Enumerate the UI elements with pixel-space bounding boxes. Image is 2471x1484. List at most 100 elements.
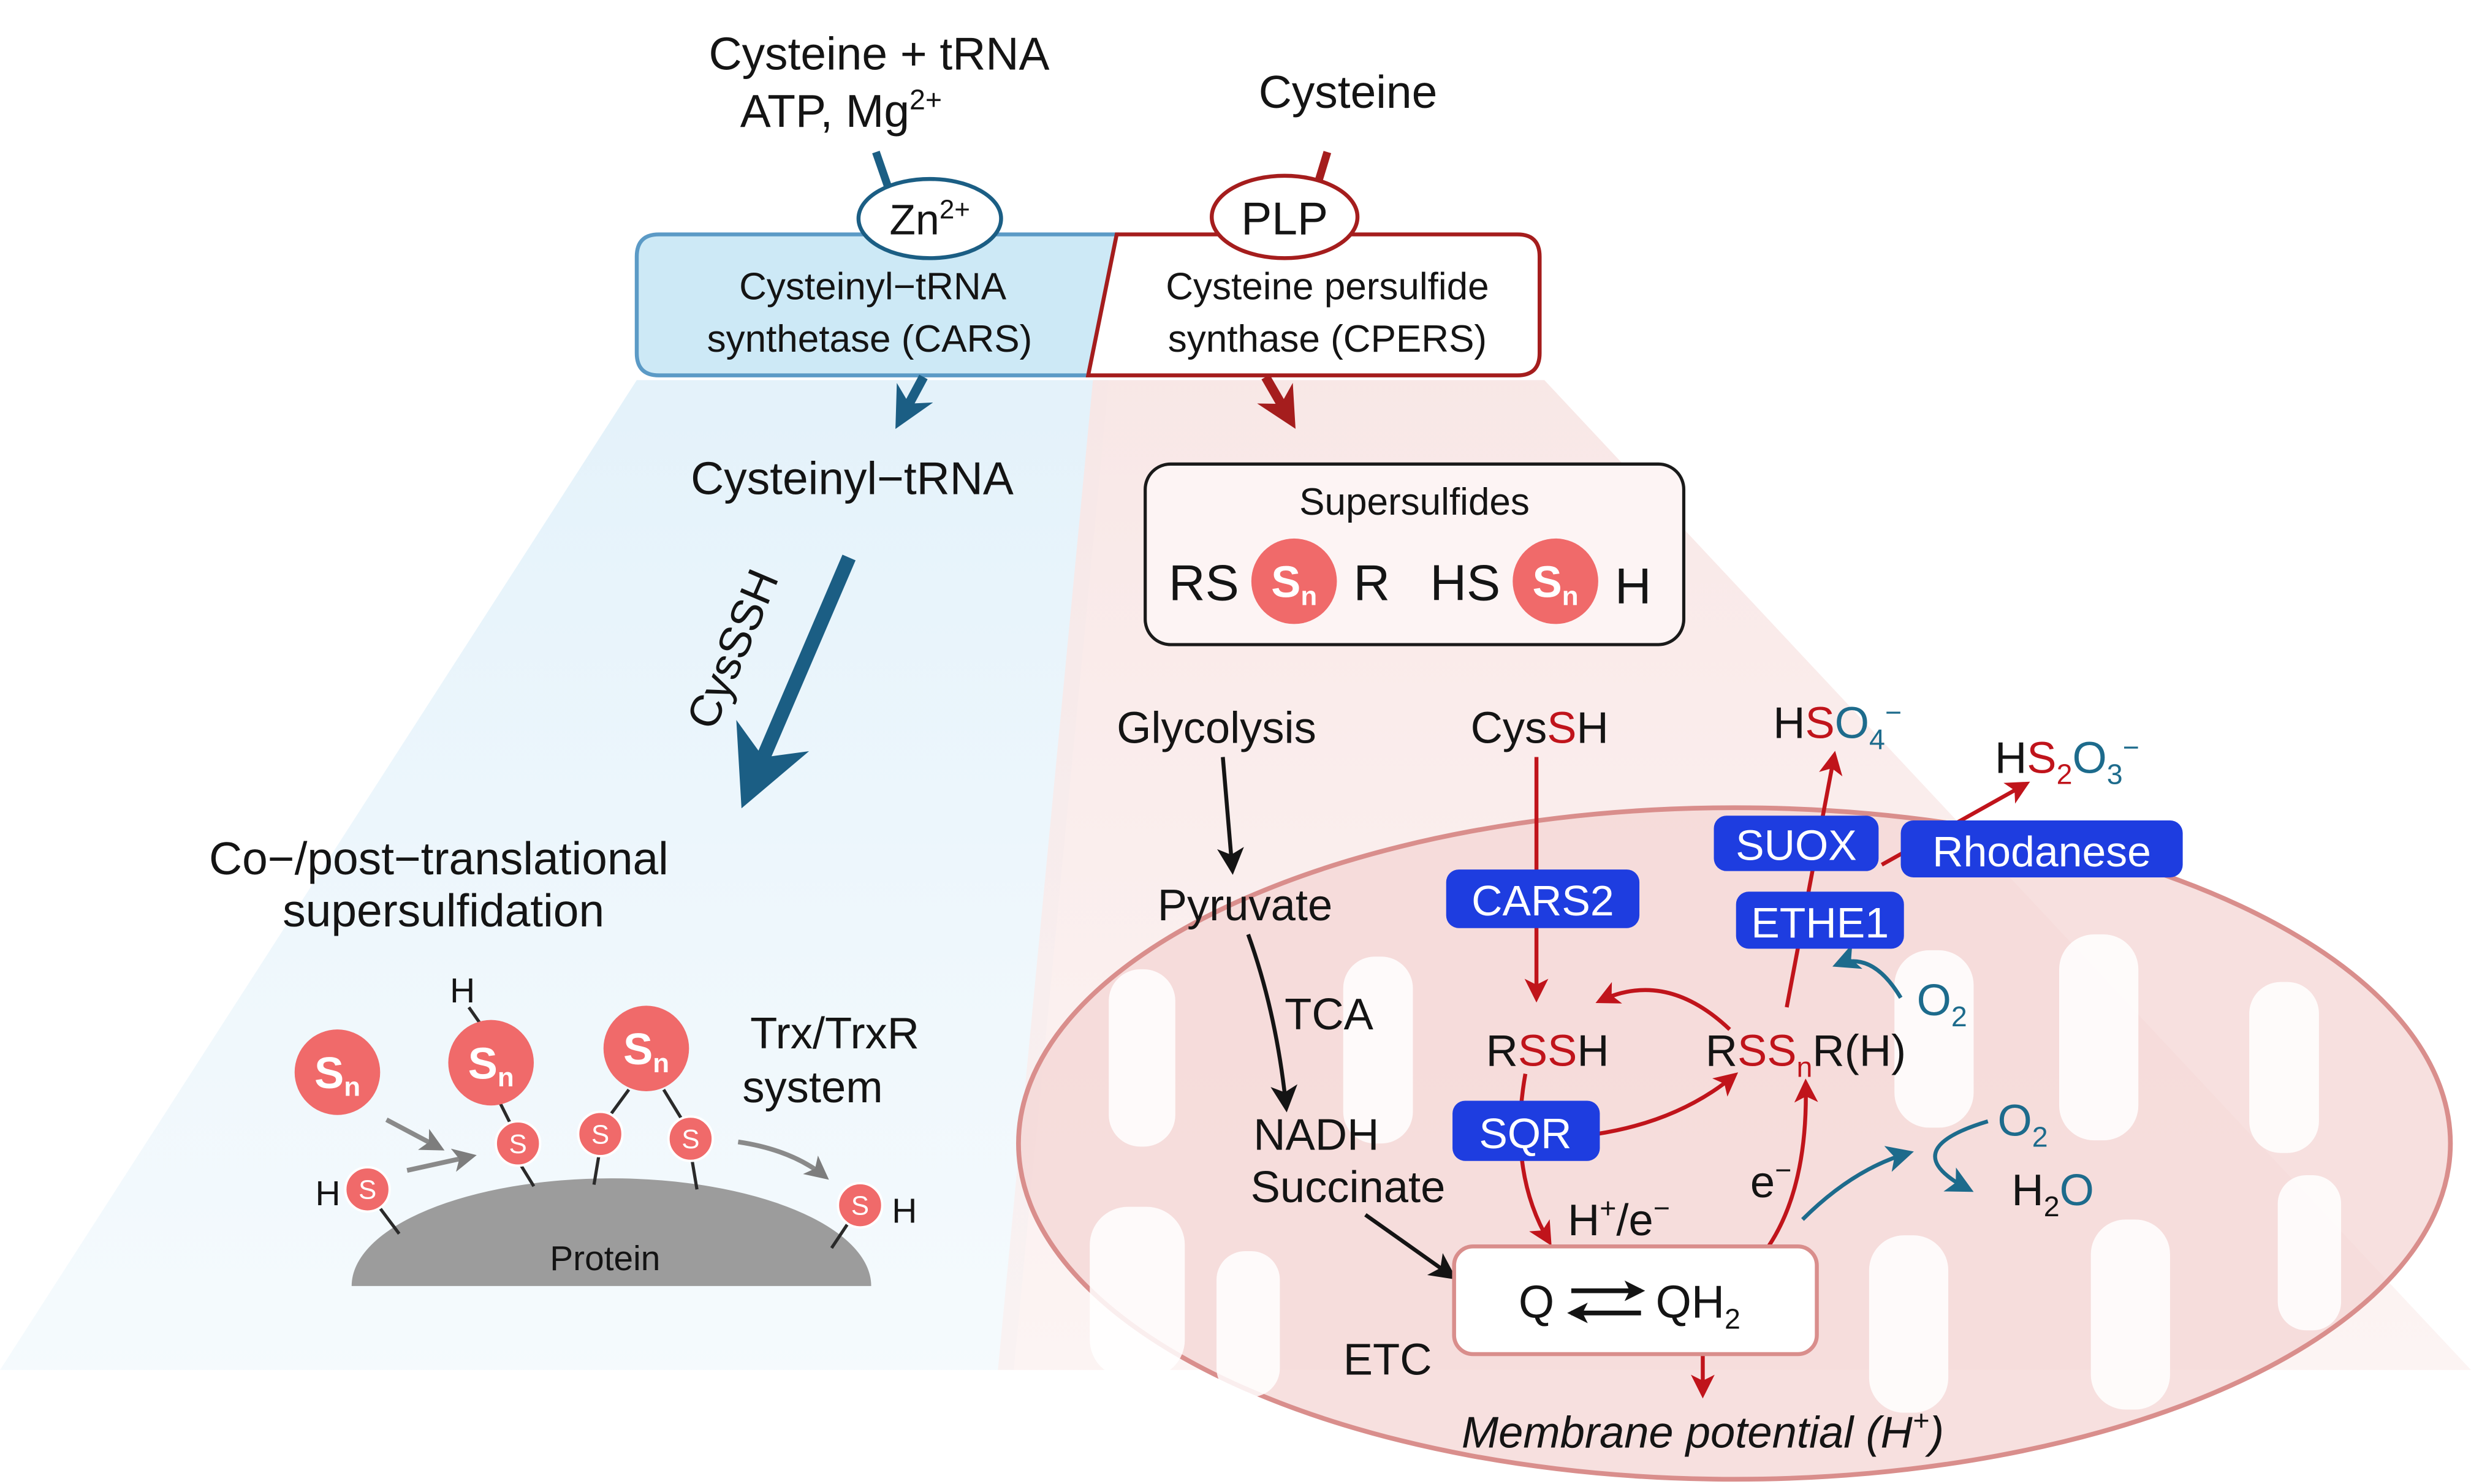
oxygen-subscript: 4 <box>1869 724 1885 755</box>
rssh-to-proton-arrow <box>1518 1073 1552 1246</box>
sqr-box <box>1452 1100 1600 1161</box>
trx-system-line1: Trx/TrxR <box>750 1009 919 1058</box>
cyssh-label: CysSH <box>1471 703 1609 752</box>
stalk <box>592 1156 601 1185</box>
suox-box <box>1714 816 1879 871</box>
rssnr-to-sulfate-arrow <box>1785 751 1843 1008</box>
water-label: H2O <box>2011 1165 2093 1222</box>
cars-output-arrow <box>895 374 933 430</box>
protein-stalks <box>379 1006 849 1249</box>
crista <box>1109 969 1175 1147</box>
sulfur-label: S <box>359 1175 376 1205</box>
h-part: H <box>1577 1026 1609 1076</box>
cars-substrate-connector <box>872 151 893 190</box>
protein-label: Protein <box>550 1240 660 1278</box>
cars-enzyme-line2: synthetase (CARS) <box>707 318 1033 360</box>
cpers-substrate: Cysteine <box>1259 66 1438 118</box>
hydrogen-sulfate-label: HSO4− <box>1773 697 1902 755</box>
gray-arrow <box>385 1118 445 1151</box>
oxygen-part: O <box>2060 1165 2094 1215</box>
zinc-cofactor-label: Zn2+ <box>889 195 970 244</box>
h-part: H <box>1577 703 1609 752</box>
polysulfide-label: Sn <box>623 1024 669 1078</box>
rssnr-to-rssh-arrow <box>1595 982 1731 1031</box>
cars-background-fan <box>0 380 1109 1370</box>
supersulfidation-line2: supersulfidation <box>283 885 604 936</box>
n-subscript: n <box>344 1072 360 1102</box>
glycolysis-arrow <box>1217 757 1244 875</box>
sulfur-symbol: S <box>623 1024 653 1074</box>
cars2-label: CARS2 <box>1471 877 1614 925</box>
polysulfide-dot <box>1251 538 1337 624</box>
sulfur-part: S <box>2027 733 2056 782</box>
thiosulfate-label: HS2O3− <box>1995 732 2139 790</box>
crista <box>1343 956 1413 1144</box>
electron-label: e− <box>1750 1154 1791 1207</box>
hydrogen-label: H <box>315 1175 340 1213</box>
h-suffix: H <box>1615 558 1652 615</box>
r-part: R <box>1706 1026 1737 1076</box>
proton-charge: + <box>1913 1404 1929 1436</box>
polysulfide-circle: Sn <box>294 1029 381 1115</box>
sulfur-symbol: S <box>1533 557 1562 607</box>
oxygen-symbol: O <box>1997 1096 2032 1145</box>
plp-cofactor-oval <box>1210 173 1360 260</box>
sulfur-part: S <box>1805 698 1834 748</box>
polysulfide-label: Sn <box>468 1039 514 1092</box>
rssnr-label: RSSnR(H) <box>1706 1026 1906 1083</box>
polysulfide-label: Sn <box>314 1048 360 1102</box>
sulfur-circle: S <box>344 1166 391 1213</box>
sulfur-label: S <box>591 1119 609 1149</box>
supersulfides-title: Supersulfides <box>1299 481 1530 523</box>
cristae <box>1090 934 2342 1413</box>
oxygen-arrows <box>1801 944 1989 1221</box>
protein-panel: Protein Sn Sn Sn H <box>294 972 919 1286</box>
sulfur-dot <box>344 1166 391 1213</box>
quinol-label: QH2 <box>1656 1276 1740 1335</box>
oxygen-subscript: 2 <box>2032 1121 2048 1153</box>
sulfur-label: S <box>851 1191 869 1221</box>
quinone-pool-box <box>1452 1244 1819 1357</box>
sulfur-circle: S <box>495 1120 542 1167</box>
electron-symbol: /e <box>1616 1195 1653 1245</box>
polysulfide-dot <box>294 1029 381 1115</box>
polysulfide-dot <box>1513 538 1598 624</box>
membrane-potential-label: Membrane potential (H+) <box>1462 1404 1944 1457</box>
sulfur-symbol: S <box>314 1048 344 1098</box>
proton-electron-label: H+/e− <box>1568 1192 1670 1245</box>
quinol-base: QH <box>1656 1276 1725 1328</box>
crista <box>1869 1235 1949 1413</box>
r-part: R <box>1486 1026 1518 1076</box>
cpers-enzyme-line1: Cysteine persulfide <box>1166 266 1489 308</box>
supersulfidation-line1: Co−/post−translational <box>209 833 669 884</box>
sulfur-circle: S <box>577 1110 624 1157</box>
stalk <box>379 1207 401 1235</box>
sulfur-dot <box>495 1120 542 1167</box>
cars-substrates-line2: ATP, Mg2+ <box>740 83 942 136</box>
oxygen-part: O <box>1835 698 1869 748</box>
n-subscript: n <box>1797 1051 1813 1083</box>
protein-shape <box>351 1178 871 1286</box>
mitochondrion <box>1016 805 2453 1482</box>
charge: − <box>2123 732 2139 763</box>
cpers-output-arrow <box>1257 374 1296 429</box>
h-subscript: 2 <box>2044 1191 2060 1222</box>
h-part: H <box>2011 1165 2043 1215</box>
sulfur-dot <box>667 1115 715 1162</box>
ethe1-label: ETHE1 <box>1751 899 1889 947</box>
crista <box>2059 934 2139 1141</box>
cars-enzyme-box <box>634 232 1120 377</box>
sulfur-part: SS <box>1737 1026 1797 1076</box>
sulfur-part: SS <box>1518 1026 1577 1076</box>
oxygen-subscript: 2 <box>1951 1001 1967 1032</box>
sulfur-dot <box>577 1110 624 1157</box>
n-subscript: n <box>653 1048 669 1078</box>
sulfur-label: S <box>681 1124 699 1154</box>
crista <box>1216 1251 1280 1397</box>
crista <box>2277 1175 2342 1331</box>
electron-charge: − <box>1775 1154 1791 1186</box>
tca-label: TCA <box>1285 990 1373 1039</box>
sulfur-circle: S <box>667 1115 715 1162</box>
polysulfide-dot <box>448 1020 534 1106</box>
